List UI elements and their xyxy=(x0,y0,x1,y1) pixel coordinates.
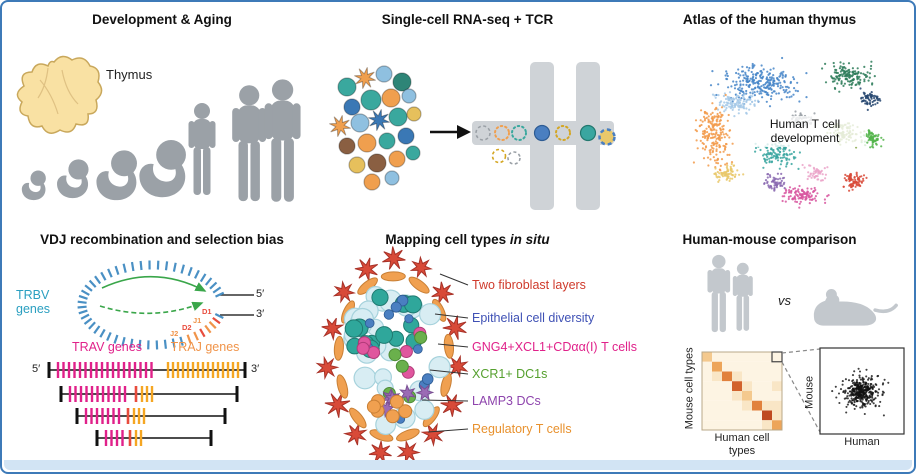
scrnaseq-illustration xyxy=(329,62,616,210)
five-prime-loop: 5′ xyxy=(256,288,265,300)
three-prime-germline: 3′ xyxy=(251,363,260,375)
flow-arrow-icon xyxy=(430,125,471,139)
three-prime-loop: 3′ xyxy=(256,308,265,320)
scatter-y-axis-label: Mouse xyxy=(803,375,816,409)
scatter-plot xyxy=(831,367,890,417)
thymus-label: Thymus xyxy=(106,67,153,82)
cell-type-label-treg: Regulatory T cells xyxy=(472,422,572,436)
cell-in-channel xyxy=(579,124,597,142)
droplet-cell-icon xyxy=(511,125,527,141)
cell-type-label-fibroblast: Two fibroblast layers xyxy=(472,278,586,292)
segment-label-d1: D1 xyxy=(202,307,212,316)
cell-suspension xyxy=(329,65,422,191)
panel-title-comparison: Human-mouse comparison xyxy=(682,232,857,247)
comparison-illustration xyxy=(701,254,905,435)
panel-title-vdj: VDJ recombination and selection bias xyxy=(40,232,284,247)
cell-in-channel xyxy=(533,124,551,142)
human-silhouette-2 xyxy=(732,262,753,331)
segment-label-j1: J1 xyxy=(193,316,202,325)
zoom-lines xyxy=(781,348,821,433)
segment-label-j2: J2 xyxy=(170,329,179,338)
droplet-cell-icon xyxy=(494,125,510,141)
thymus-shape xyxy=(16,55,103,134)
scatter-x-axis-label: Human xyxy=(844,436,880,448)
heatmap xyxy=(701,351,783,431)
fetus-silhouette-2 xyxy=(57,159,89,199)
umap-annotation-line2: development xyxy=(770,131,840,146)
tissue-illustration xyxy=(315,246,469,464)
child-silhouette xyxy=(188,103,216,195)
empty-droplet-icon xyxy=(507,151,521,165)
recombination-arrow xyxy=(101,275,207,292)
heatmap-x-axis-label: Human cell types xyxy=(714,432,770,457)
umap-annotation: Human T cell development xyxy=(744,116,866,147)
panel-title-atlas: Atlas of the human thymus xyxy=(682,12,857,27)
leader-lines xyxy=(421,273,469,433)
locus-exit-lines xyxy=(220,294,254,316)
insitu-title-prefix: Mapping cell types xyxy=(385,232,510,247)
mouse-silhouette xyxy=(812,287,898,328)
tissue-cells xyxy=(315,246,469,464)
five-prime-germline: 5′ xyxy=(32,363,41,375)
insitu-title-italic: in situ xyxy=(509,232,550,247)
panel-title-scrnaseq: Single-cell RNA-seq + TCR xyxy=(381,12,554,27)
panel-title-development: Development & Aging xyxy=(92,12,232,27)
footer-strip xyxy=(4,460,912,470)
cell-type-label-lamp3: LAMP3 DCs xyxy=(472,394,541,408)
trav-genes-label: TRAV genes xyxy=(72,340,142,354)
cell-type-label-gng4: GNG4+XCL1+CDαα(I) T cells xyxy=(472,340,637,354)
adult-silhouette-2 xyxy=(264,79,301,202)
vdj-diagram xyxy=(47,260,254,446)
infant-silhouette xyxy=(139,139,186,198)
thymus-lobule-lines xyxy=(37,67,79,115)
heatmap-zoom-cell xyxy=(771,351,783,363)
empty-droplet-icon xyxy=(475,125,491,141)
traj-genes-label: TRAJ genes xyxy=(170,340,240,354)
segment-label-d2: D2 xyxy=(182,323,192,332)
vs-label: vs xyxy=(778,293,791,308)
panel-title-insitu: Mapping cell types in situ xyxy=(320,232,615,248)
cell-type-label-xcr1: XCR1+ DC1s xyxy=(472,367,548,381)
fetus-silhouette-1 xyxy=(21,170,46,201)
recombination-arrow-dashed xyxy=(99,301,204,315)
microfluidic-chip xyxy=(472,62,616,210)
development-illustration xyxy=(16,55,301,202)
empty-droplet-icon xyxy=(491,148,507,164)
encapsulated-cell-icon xyxy=(598,128,616,146)
human-silhouette-1 xyxy=(707,254,731,333)
umap-annotation-line1: Human T cell xyxy=(769,117,841,131)
adult-silhouette-1 xyxy=(232,85,267,202)
cell-type-label-epithelial: Epithelial cell diversity xyxy=(472,311,595,325)
droplet-cell-icon xyxy=(555,125,571,141)
fetus-silhouette-3 xyxy=(96,150,137,201)
heatmap-y-axis-label: Mouse cell types xyxy=(683,347,696,430)
trbv-genes-label: TRBV genes xyxy=(16,288,51,317)
